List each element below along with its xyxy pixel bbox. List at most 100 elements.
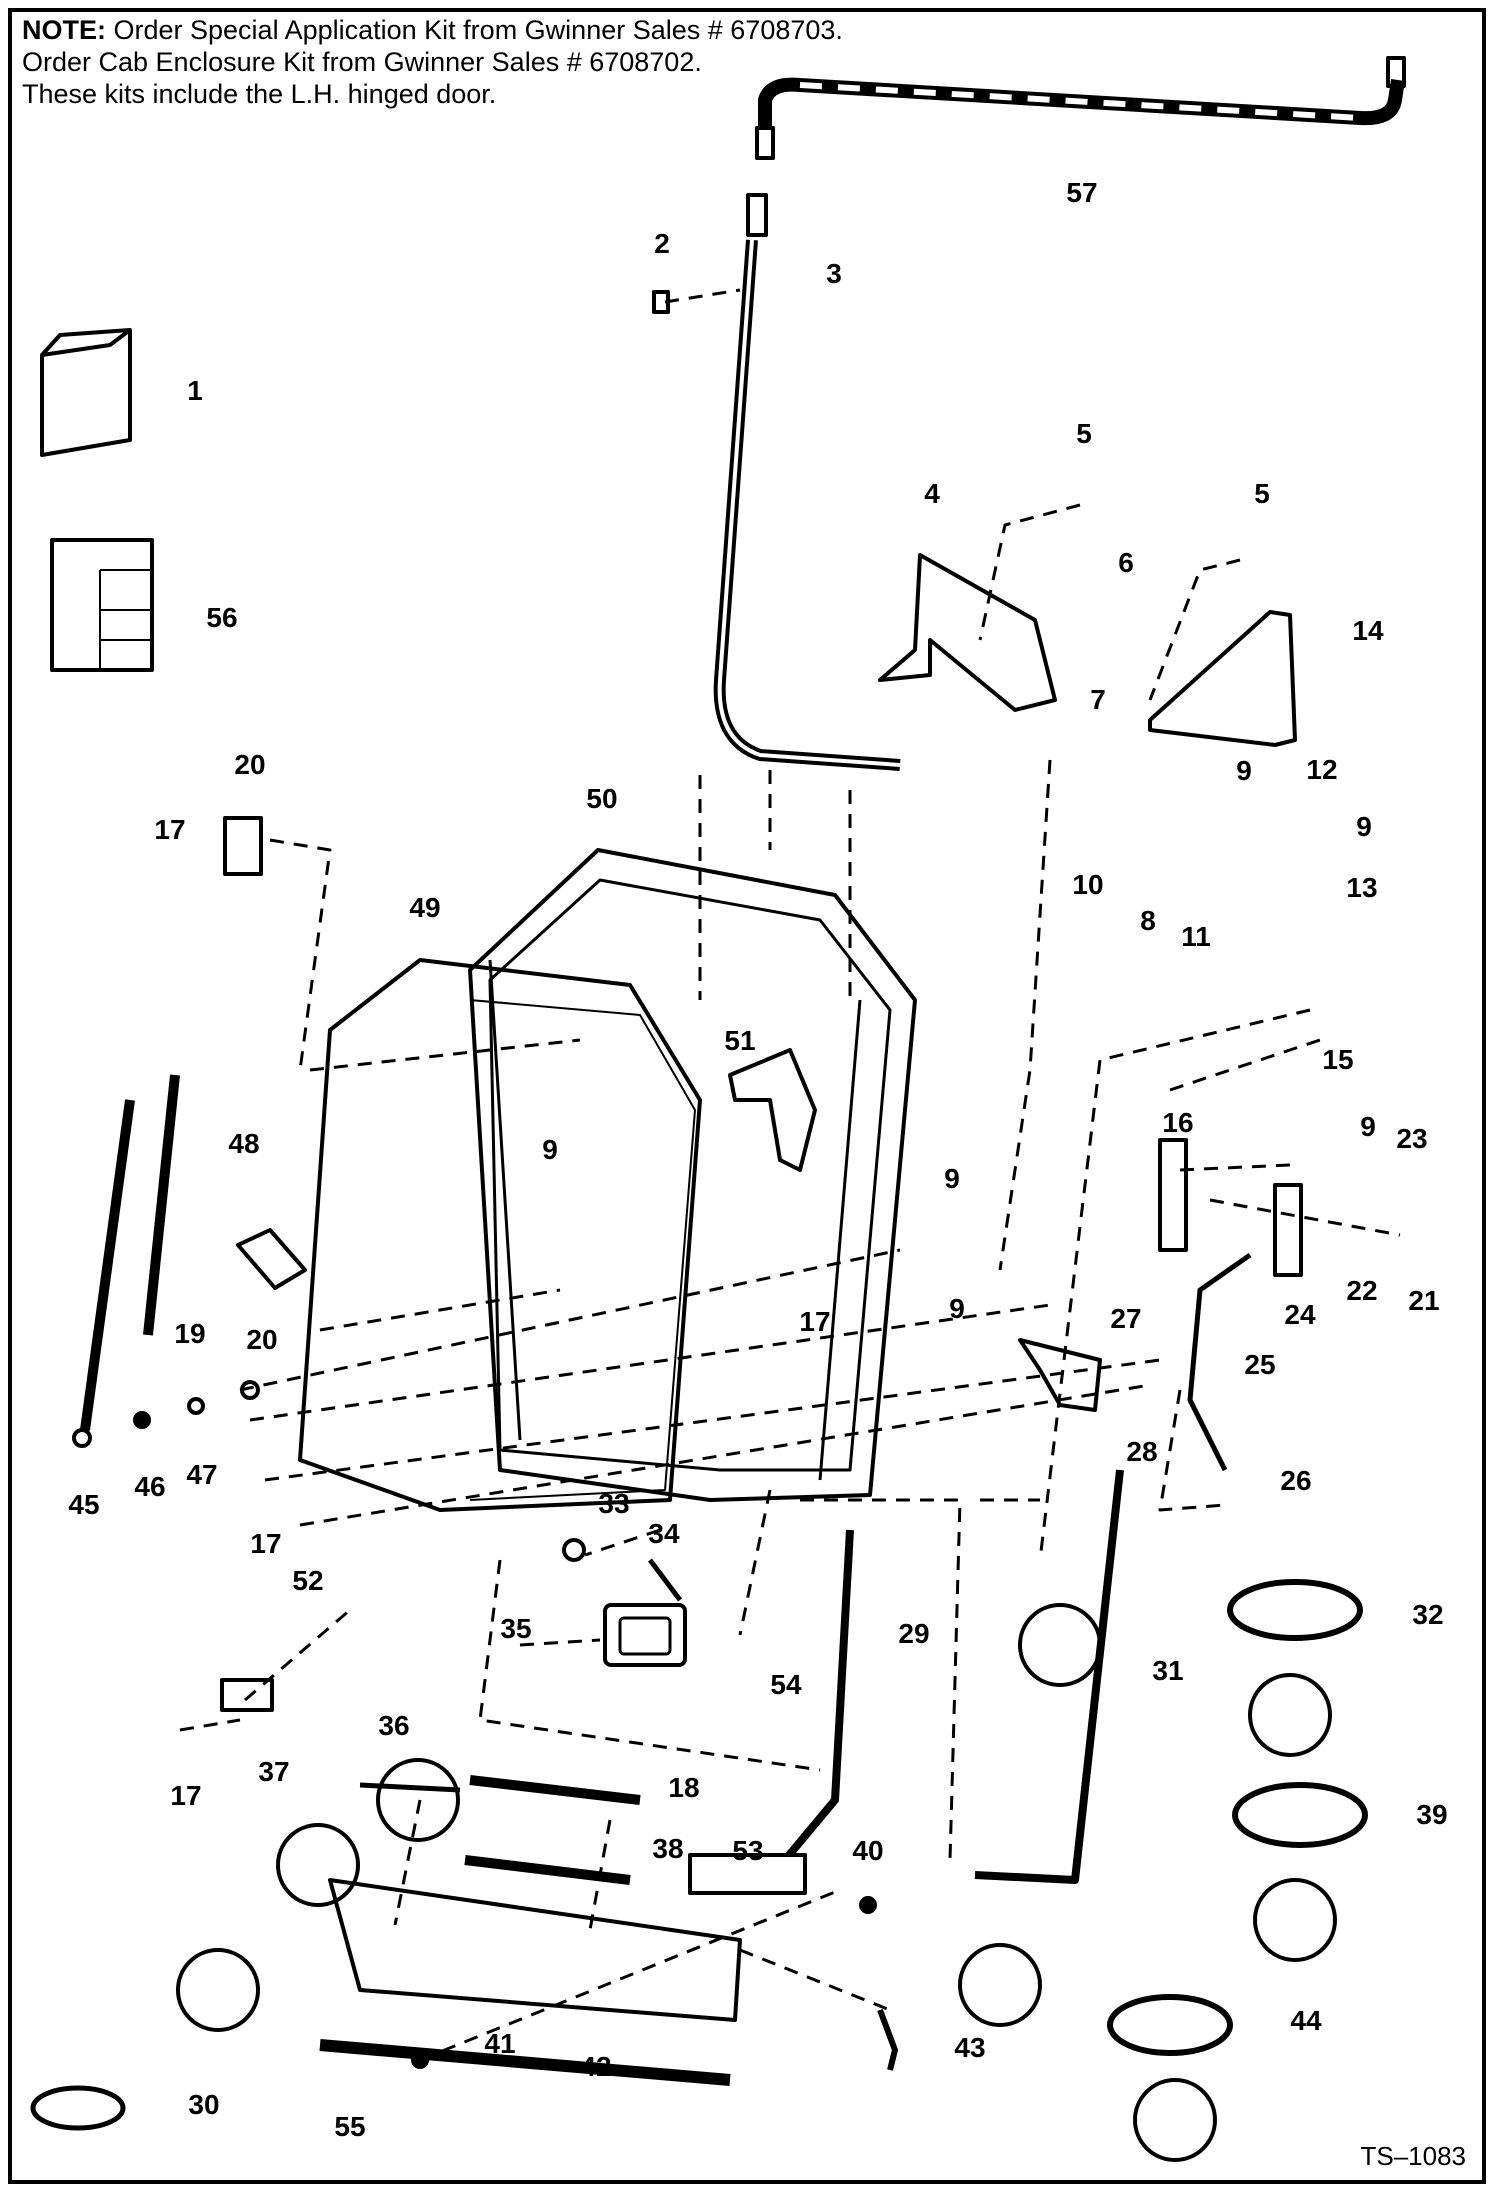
callout-35: 35 <box>500 1613 531 1644</box>
callout-56: 56 <box>206 602 237 633</box>
bracket-27 <box>1018 1338 1102 1412</box>
callout-51: 51 <box>724 1025 755 1056</box>
callout-49: 49 <box>409 892 440 923</box>
section-view-55 <box>176 1948 260 2032</box>
callout-50: 50 <box>586 783 617 814</box>
drawing-number: TS–1083 <box>1360 2141 1466 2171</box>
strip-38 <box>464 1855 631 1885</box>
bracket-4 <box>878 553 1057 712</box>
hose-57-end-right <box>1386 56 1406 88</box>
section-view-31 <box>1018 1603 1102 1687</box>
callout-52: 52 <box>292 1565 323 1596</box>
callout-17: 17 <box>170 1780 201 1811</box>
strip-55 <box>319 2039 731 2086</box>
part-1-box <box>40 328 132 457</box>
section-view-38 <box>276 1823 360 1907</box>
callout-21: 21 <box>1408 1285 1439 1316</box>
note-line-3: These kits include the L.H. hinged door. <box>22 79 497 109</box>
coil-44 <box>1107 1994 1233 2056</box>
section-view-39 <box>1253 1878 1337 1962</box>
callout-28: 28 <box>1126 1436 1157 1467</box>
callout-20: 20 <box>234 749 265 780</box>
callout-6: 6 <box>1118 547 1134 578</box>
callout-24: 24 <box>1284 1299 1316 1330</box>
callout-32: 32 <box>1412 1599 1443 1630</box>
callout-5: 5 <box>1254 478 1270 509</box>
callout-43: 43 <box>954 2032 985 2063</box>
callout-22: 22 <box>1346 1275 1377 1306</box>
assembly-lines <box>179 288 1401 2062</box>
coil-30 <box>30 2085 126 2131</box>
latch-box-34 <box>603 1603 687 1667</box>
note-text: NOTE: Order Special Application Kit from… <box>22 14 843 110</box>
wiper-blade-48 <box>143 1074 180 1336</box>
callout-9: 9 <box>944 1163 960 1194</box>
callout-20: 20 <box>246 1324 277 1355</box>
callout-29: 29 <box>898 1618 929 1649</box>
callout-15: 15 <box>1322 1044 1353 1075</box>
callout-55: 55 <box>334 2111 365 2142</box>
callout-36: 36 <box>378 1710 409 1741</box>
callout-4: 4 <box>924 478 940 509</box>
callout-9: 9 <box>1360 1111 1376 1142</box>
callout-57: 57 <box>1066 177 1097 208</box>
callout-2: 2 <box>654 228 670 259</box>
callout-9: 9 <box>542 1134 558 1165</box>
callout-53: 53 <box>732 1835 763 1866</box>
callout-54: 54 <box>770 1669 802 1700</box>
callout-9: 9 <box>949 1293 965 1324</box>
callout-9: 9 <box>1356 811 1372 842</box>
plate-53 <box>688 1853 807 1895</box>
callout-25: 25 <box>1244 1349 1275 1380</box>
callout-17: 17 <box>250 1528 281 1559</box>
hose-57-stripes <box>799 82 1361 121</box>
coil-32 <box>1227 1579 1363 1641</box>
callout-33: 33 <box>598 1488 629 1519</box>
section-view-43 <box>958 1943 1042 2027</box>
callout-10: 10 <box>1072 869 1103 900</box>
callout-37: 37 <box>258 1756 289 1787</box>
latch-24 <box>1273 1183 1303 1277</box>
callout-31: 31 <box>1152 1655 1183 1686</box>
callout-27: 27 <box>1110 1303 1141 1334</box>
part-56-sheet <box>50 538 154 672</box>
latch-16 <box>1158 1138 1188 1252</box>
panel-42 <box>328 1878 742 2022</box>
callout-41: 41 <box>484 2028 515 2059</box>
strip-18 <box>469 1775 641 1805</box>
callout-39: 39 <box>1416 1799 1447 1830</box>
callout-9: 9 <box>1236 755 1252 786</box>
handle-51 <box>728 1048 817 1172</box>
seal-29 <box>781 1529 854 1863</box>
hinge-20-top <box>223 816 263 876</box>
callout-17: 17 <box>154 814 185 845</box>
strip-36 <box>359 1782 461 1793</box>
callout-48: 48 <box>228 1128 259 1159</box>
hinge-37 <box>220 1678 274 1712</box>
callout-30: 30 <box>188 2089 219 2120</box>
note-line-2: Order Cab Enclosure Kit from Gwinner Sal… <box>22 47 702 77</box>
wiper-arm-45 <box>80 1099 135 1431</box>
callout-1: 1 <box>187 375 203 406</box>
clip-43 <box>877 2008 898 2071</box>
rod-26 <box>1187 1252 1252 1472</box>
callout-17: 17 <box>799 1306 830 1337</box>
callout-38: 38 <box>652 1833 683 1864</box>
callout-7: 7 <box>1090 684 1106 715</box>
note-line-1-text: Order Special Application Kit from Gwinn… <box>106 15 843 45</box>
callout-18: 18 <box>668 1772 699 1803</box>
callout-8: 8 <box>1140 905 1156 936</box>
diagram-artwork <box>30 56 1406 2162</box>
pivot-45 <box>72 1428 92 1448</box>
hinge-20-lower <box>236 1228 307 1290</box>
seal-31 <box>974 1469 1124 1884</box>
callout-19: 19 <box>174 1318 205 1349</box>
note-prefix: NOTE: <box>22 15 106 45</box>
callout-42: 42 <box>580 2051 611 2082</box>
coil-39 <box>1232 1782 1368 1848</box>
callout-45: 45 <box>68 1489 99 1520</box>
note-line-1: NOTE: Order Special Application Kit from… <box>22 14 843 46</box>
section-view-32 <box>1248 1673 1332 1757</box>
